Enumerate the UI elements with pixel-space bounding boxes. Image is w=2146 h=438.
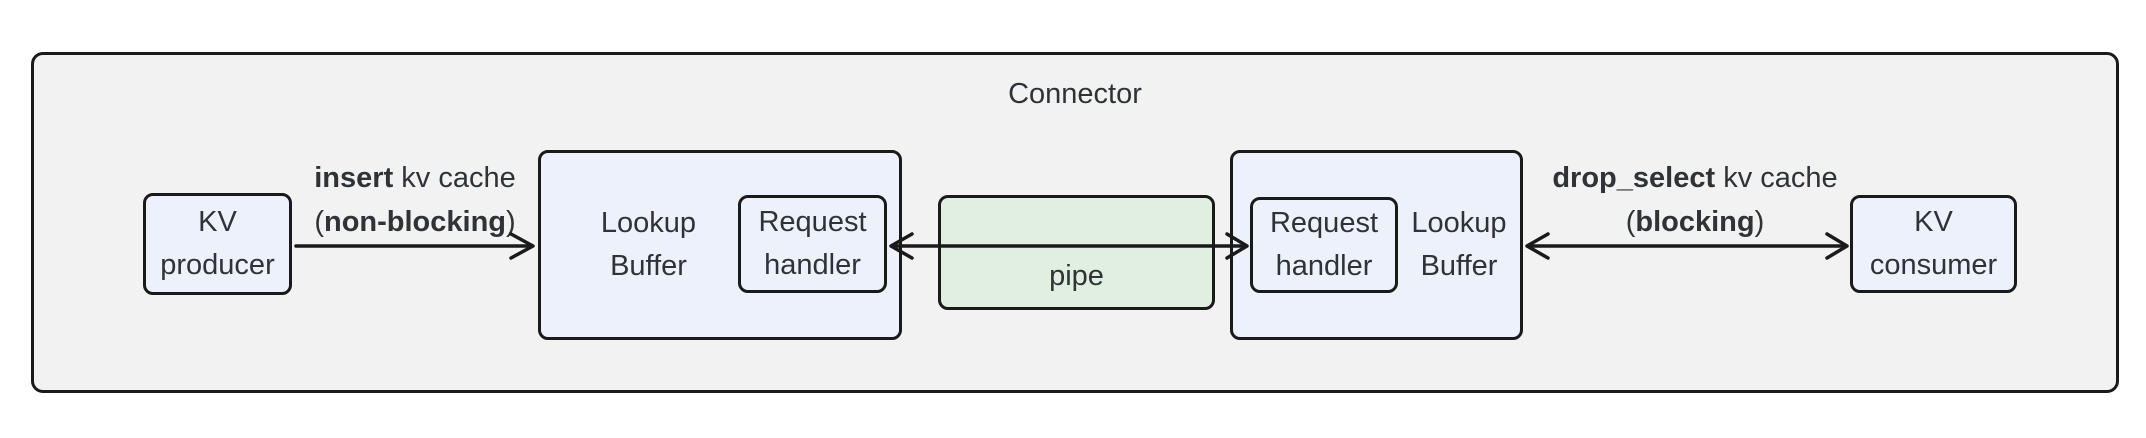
lookup-buffer-right-label: Lookup Buffer xyxy=(1411,207,1507,282)
connector-title: Connector xyxy=(1008,78,1142,110)
drop-select-edge-label-line1: drop_select kv cache xyxy=(1552,162,1838,194)
drop-select-edge-label-line2: (blocking) xyxy=(1625,206,1765,238)
kv-producer-node: KV producer xyxy=(143,193,292,295)
request-handler-left-node: Request handler xyxy=(738,195,887,293)
kv-producer-label-line1: KV xyxy=(198,206,237,238)
insert-edge-label-line1: insert kv cache xyxy=(314,162,516,194)
kv-producer-label-line2: producer xyxy=(160,249,275,281)
lookup-buffer-right-node: Request handler Lookup Buffer xyxy=(1230,150,1523,340)
pipe-label: pipe xyxy=(1049,260,1104,292)
kv-consumer-node: KV consumer xyxy=(1850,195,2017,293)
request-handler-right-node: Request handler xyxy=(1250,197,1398,293)
insert-edge-label: insert kv cache (non-blocking) xyxy=(290,156,540,244)
lookup-buffer-left-node: Lookup Buffer Request handler xyxy=(538,150,902,340)
lookup-buffer-left-label: Lookup Buffer xyxy=(600,207,697,282)
insert-edge-label-line2: (non-blocking) xyxy=(314,206,516,238)
drop-select-edge-label: drop_select kv cache (blocking) xyxy=(1535,156,1855,244)
pipe-node: pipe xyxy=(938,195,1215,310)
kv-consumer-label-line2: consumer xyxy=(1869,249,1998,281)
kv-consumer-label-line1: KV xyxy=(1914,206,1953,238)
